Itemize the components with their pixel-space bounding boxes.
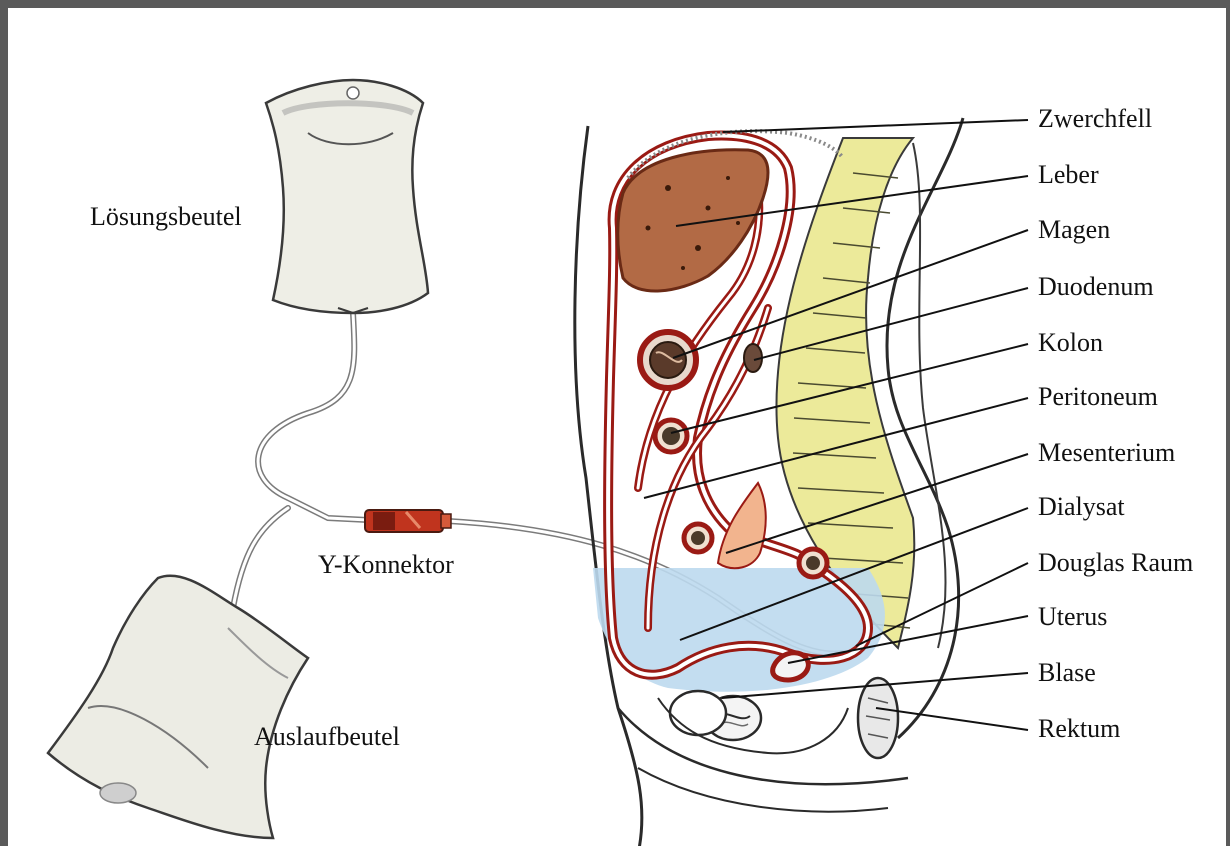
label-liver: Leber [1038,160,1099,190]
label-colon: Kolon [1038,328,1103,358]
label-stomach: Magen [1038,215,1110,245]
label-peritoneum: Peritoneum [1038,382,1158,412]
label-diaphragm: Zwerchfell [1038,104,1152,134]
label-solution-bag: Lösungsbeutel [90,202,242,232]
label-douglas-space: Douglas Raum [1038,548,1193,578]
label-uterus: Uterus [1038,602,1107,632]
uterus [773,653,809,680]
body-section [575,118,963,846]
label-y-connector: Y-Konnektor [318,550,454,580]
y-connector [365,510,451,532]
label-mesentery: Mesenterium [1038,438,1175,468]
rectum [858,678,898,758]
label-drain-bag: Auslaufbeutel [254,722,400,752]
label-bladder: Blase [1038,658,1096,688]
drain-bag [48,576,308,838]
stomach [640,332,696,388]
label-rectum: Rektum [1038,714,1120,744]
solution-bag [266,80,428,313]
label-dialysate: Dialysat [1038,492,1125,522]
label-duodenum: Duodenum [1038,272,1154,302]
colon [655,420,687,452]
